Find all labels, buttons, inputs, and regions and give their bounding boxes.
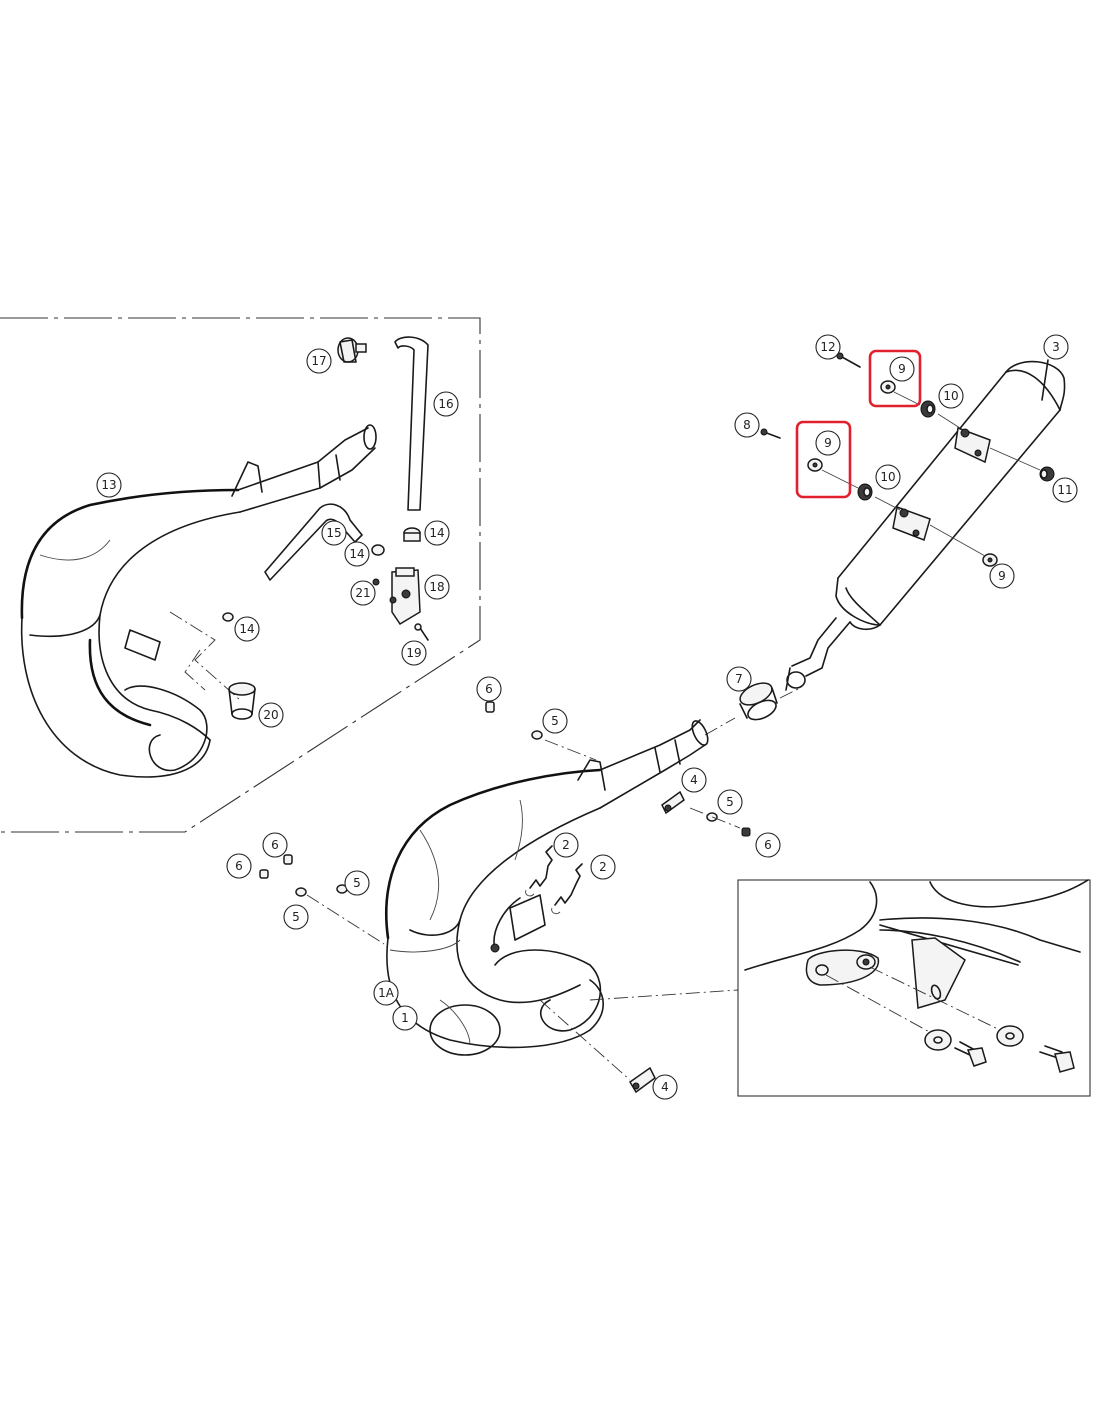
callout-18: 18	[424, 574, 450, 600]
svg-text:6: 6	[235, 859, 243, 873]
callout-11: 11	[1052, 477, 1078, 503]
svg-text:6: 6	[271, 838, 279, 852]
part-20-coupler	[228, 682, 256, 720]
callout-2: 2	[553, 832, 579, 858]
callout-14: 14	[424, 520, 450, 546]
callout-17: 17	[306, 348, 332, 374]
svg-text:19: 19	[406, 646, 421, 660]
svg-text:2: 2	[599, 860, 607, 874]
svg-text:14: 14	[239, 622, 254, 636]
callout-9: 9	[889, 356, 915, 382]
svg-text:5: 5	[353, 876, 361, 890]
part-17-plug	[337, 337, 367, 363]
svg-text:17: 17	[311, 354, 326, 368]
callout-3: 3	[1043, 334, 1069, 360]
callout-10: 10	[875, 464, 901, 490]
svg-text:4: 4	[661, 1080, 669, 1094]
highlight-part-9	[795, 349, 922, 499]
svg-text:9: 9	[998, 569, 1006, 583]
exhaust-pipe-1	[385, 719, 709, 1056]
callout-5: 5	[717, 789, 743, 815]
part-14-sleeve	[222, 527, 421, 622]
highlight-box-upper	[868, 349, 922, 408]
callout-21: 21	[350, 580, 376, 606]
part-2-springs	[525, 845, 583, 915]
svg-text:10: 10	[943, 389, 958, 403]
part-18-valve	[372, 567, 429, 641]
svg-text:13: 13	[101, 478, 116, 492]
callout-2: 2	[590, 854, 616, 880]
callout-7: 7	[726, 666, 752, 692]
mount-detail-inset	[737, 879, 1091, 1097]
svg-text:11: 11	[1057, 483, 1072, 497]
svg-text:5: 5	[726, 795, 734, 809]
highlight-box-lower	[795, 420, 852, 499]
callout-4: 4	[652, 1074, 678, 1100]
svg-text:9: 9	[824, 436, 832, 450]
silencer-fasteners	[760, 352, 1055, 567]
svg-text:16: 16	[438, 397, 453, 411]
svg-text:14: 14	[429, 526, 444, 540]
pipe-fasteners	[259, 701, 751, 1094]
callout-5: 5	[344, 870, 370, 896]
callout-16: 16	[433, 391, 459, 417]
svg-text:1A: 1A	[378, 986, 395, 1000]
svg-text:9: 9	[898, 362, 906, 376]
svg-text:12: 12	[820, 340, 835, 354]
svg-text:3: 3	[1052, 340, 1060, 354]
callout-9: 9	[815, 430, 841, 456]
part-7-coupler	[704, 682, 801, 736]
svg-text:10: 10	[880, 470, 895, 484]
silencer-3	[785, 359, 1066, 691]
callout-20: 20	[258, 702, 284, 728]
part-15-hose	[264, 503, 363, 581]
svg-text:6: 6	[764, 838, 772, 852]
callout-15: 15	[321, 520, 347, 546]
callout-14: 14	[234, 616, 260, 642]
svg-text:1: 1	[401, 1011, 409, 1025]
callout-5: 5	[542, 708, 568, 734]
svg-text:4: 4	[690, 773, 698, 787]
callout-10: 10	[938, 383, 964, 409]
svg-text:18: 18	[429, 580, 444, 594]
callout-4: 4	[681, 767, 707, 793]
svg-text:2: 2	[562, 838, 570, 852]
callout-13: 13	[96, 472, 122, 498]
svg-text:14: 14	[349, 547, 364, 561]
callout-6: 6	[226, 853, 252, 879]
svg-text:5: 5	[292, 910, 300, 924]
svg-text:8: 8	[743, 418, 751, 432]
svg-text:21: 21	[355, 586, 370, 600]
callout-6: 6	[262, 832, 288, 858]
callouts: 17 16 13 15 14 14 14 18 21 19 20 12 3 9 …	[96, 334, 1078, 1100]
svg-text:15: 15	[326, 526, 341, 540]
callout-9: 9	[989, 563, 1015, 589]
callout-5: 5	[283, 904, 309, 930]
callout-6: 6	[476, 676, 502, 702]
svg-text:20: 20	[263, 708, 278, 722]
callout-8: 8	[734, 412, 760, 438]
svg-text:7: 7	[735, 672, 743, 686]
alternate-pipe-inset	[0, 317, 481, 833]
callout-14: 14	[344, 541, 370, 567]
svg-text:5: 5	[551, 714, 559, 728]
callout-12: 12	[815, 334, 841, 360]
part-16-hose	[394, 336, 429, 511]
callout-1: 1	[392, 1005, 418, 1031]
svg-text:6: 6	[485, 682, 493, 696]
callout-6: 6	[755, 832, 781, 858]
callout-1A: 1A	[373, 980, 399, 1006]
callout-19: 19	[401, 640, 427, 666]
expansion-chamber-13	[20, 424, 377, 778]
